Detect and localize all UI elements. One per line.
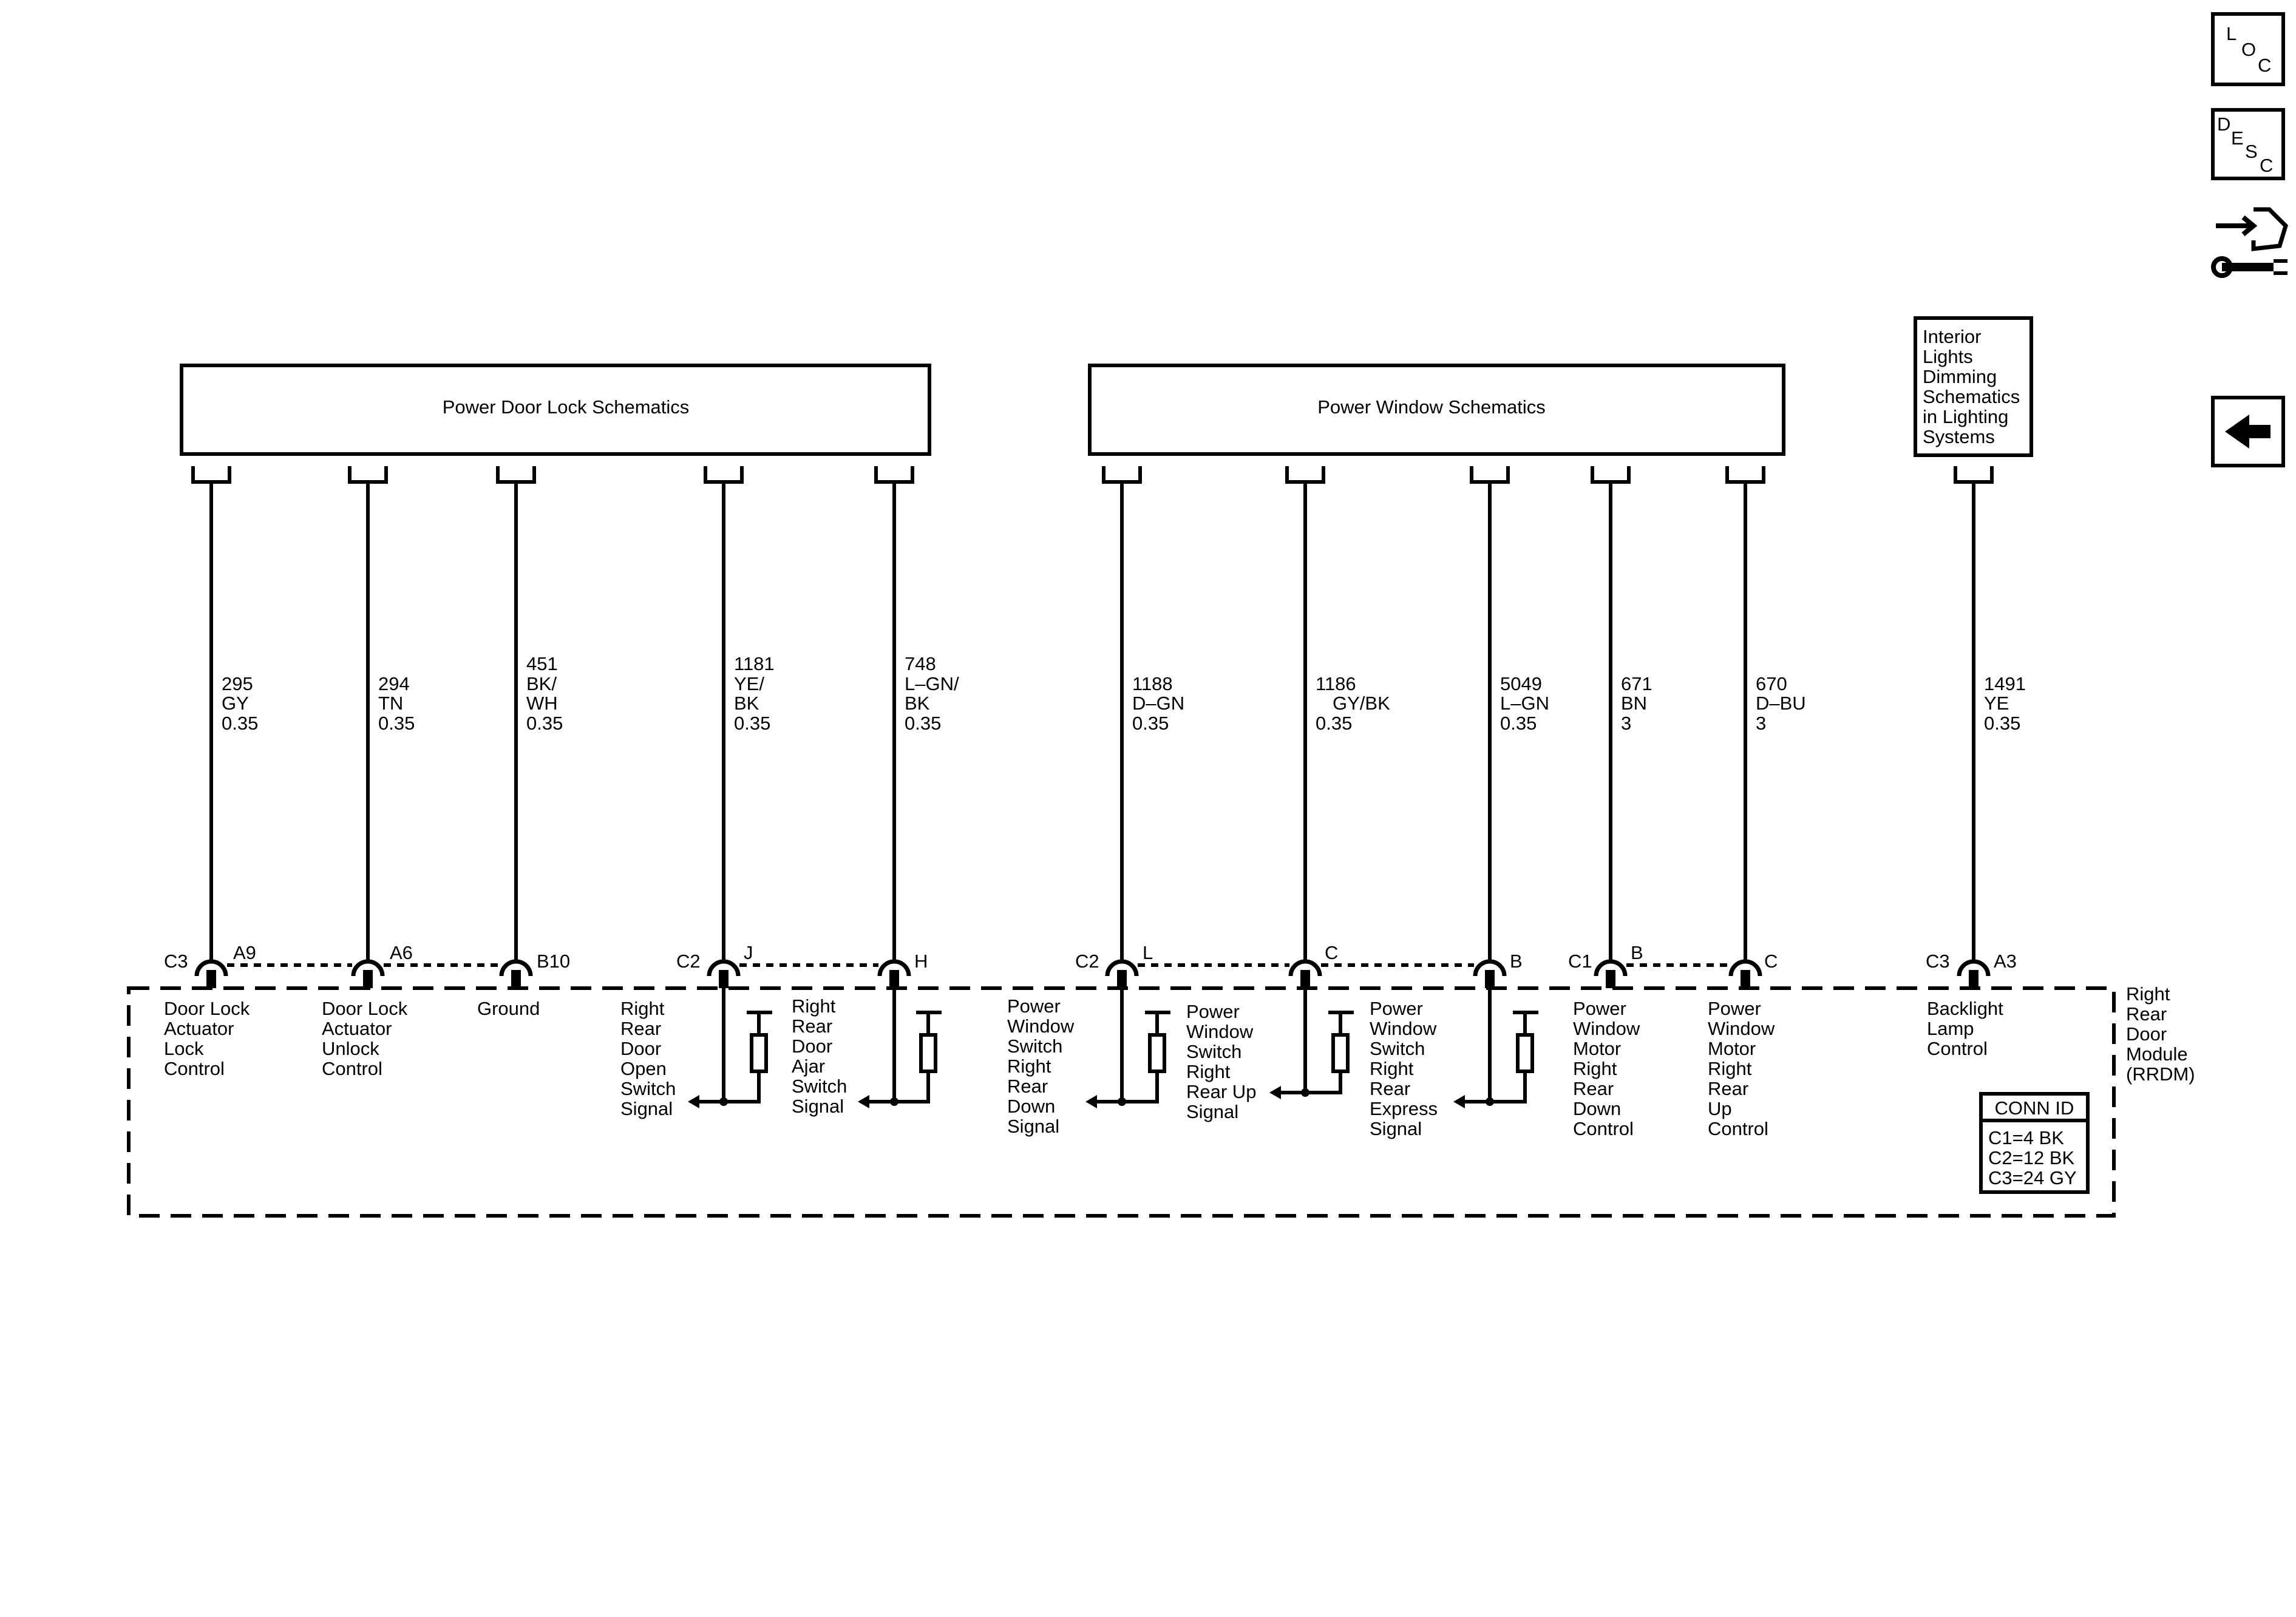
internal-arrows xyxy=(688,1086,1494,1108)
desc-d: D xyxy=(2217,114,2230,135)
desc-button[interactable]: D E S C xyxy=(2211,108,2285,180)
func-window-up-signal: Power Window Switch Right Rear Up Signal xyxy=(1186,1001,1262,1122)
pin-a3: A3 xyxy=(1994,951,2017,972)
circuit-label-1181: 1181 YE/ BK 0.35 xyxy=(734,653,779,734)
circuit-label-748: 748 L–GN/ BK 0.35 xyxy=(905,653,964,734)
circuit-label-295: 295 GY 0.35 xyxy=(222,673,258,734)
interior-lights-box[interactable] xyxy=(1914,316,2033,457)
conn-id-c2: C2=12 BK xyxy=(1988,1147,2075,1168)
pin-c-mid: C xyxy=(1325,942,1338,963)
header-connector-stubs xyxy=(191,466,1994,484)
conn-id-box: CONN ID C1=4 BK C2=12 BK C3=24 GY xyxy=(1979,1092,2090,1194)
conn-c3-left: C3 xyxy=(164,951,188,972)
conn-id-c3: C3=24 GY xyxy=(1988,1167,2077,1188)
conn-c2-left: C2 xyxy=(676,951,701,972)
circuit-label-5049: 5049 L–GN 0.35 xyxy=(1500,673,1555,734)
pin-a6: A6 xyxy=(390,942,413,963)
pin-b-mid: B xyxy=(1510,951,1523,972)
conn-c1: C1 xyxy=(1568,951,1592,972)
conn-c3-right: C3 xyxy=(1926,951,1950,972)
circuit-label-1491: 1491 YE 0.35 xyxy=(1984,673,2031,734)
loc-button[interactable]: L O C xyxy=(2211,12,2285,86)
circuit-label-670: 670 D–BU 3 xyxy=(1756,673,1811,734)
connector-terminals xyxy=(194,959,1991,977)
internal-circuits xyxy=(698,988,1538,1103)
wires xyxy=(209,482,1975,960)
conn-c2-mid: C2 xyxy=(1075,951,1099,972)
pin-j: J xyxy=(744,942,753,963)
pin-h: H xyxy=(914,951,928,972)
pin-a9: A9 xyxy=(233,942,256,963)
func-door-lock-unlock: Door Lock Actuator Unlock Control xyxy=(322,998,413,1079)
func-window-down-signal: Power Window Switch Right Rear Down Sign… xyxy=(1007,995,1079,1137)
desc-s: S xyxy=(2245,141,2258,162)
pin-b-right: B xyxy=(1631,942,1643,963)
power-door-lock-box[interactable] xyxy=(180,364,931,456)
module-name: Right Rear Door Module (RRDM) xyxy=(2126,983,2195,1085)
func-door-lock-lock: Door Lock Actuator Lock Control xyxy=(164,998,255,1079)
loc-l: L xyxy=(2226,23,2237,44)
func-backlight-lamp-control: Backlight Lamp Control xyxy=(1927,998,2008,1059)
connector-wrench-icon[interactable] xyxy=(2211,207,2288,278)
back-arrow-icon xyxy=(2225,415,2271,449)
circuit-label-294: 294 TN 0.35 xyxy=(378,673,415,734)
func-ground: Ground xyxy=(477,998,540,1019)
circuit-label-1186: 1186 GY/BK 0.35 xyxy=(1316,673,1395,734)
circuit-label-1188: 1188 D–GN 0.35 xyxy=(1132,673,1190,734)
desc-e: E xyxy=(2231,127,2244,149)
loc-o: O xyxy=(2241,39,2256,60)
desc-c: C xyxy=(2260,155,2273,176)
power-window-box[interactable] xyxy=(1088,364,1785,456)
power-window-label: Power Window Schematics xyxy=(1317,396,1546,418)
loc-c: C xyxy=(2258,55,2271,76)
func-motor-up-control: Power Window Motor Right Rear Up Control xyxy=(1708,998,1780,1139)
pin-l: L xyxy=(1143,942,1153,963)
conn-id-title: CONN ID xyxy=(1995,1097,2074,1119)
pin-b10: B10 xyxy=(537,951,570,972)
circuit-label-451: 451 BK/ WH 0.35 xyxy=(526,653,563,734)
circuit-label-671: 671 BN 3 xyxy=(1621,673,1657,734)
conn-id-c1: C1=4 BK xyxy=(1988,1127,2064,1148)
func-door-open-switch: Right Rear Door Open Switch Signal xyxy=(620,998,681,1119)
pin-c-right: C xyxy=(1764,951,1778,972)
interior-lights-label: Interior Lights Dimming Schematics in Li… xyxy=(1923,326,2025,447)
func-window-express-signal: Power Window Switch Right Rear Express S… xyxy=(1370,998,1443,1139)
back-arrow-button[interactable] xyxy=(2211,396,2285,467)
func-motor-down-control: Power Window Motor Right Rear Down Contr… xyxy=(1573,998,1645,1139)
power-door-lock-label: Power Door Lock Schematics xyxy=(443,396,690,418)
terminal-pins xyxy=(206,970,1978,988)
func-door-ajar-switch: Right Rear Door Ajar Switch Signal xyxy=(792,995,852,1117)
